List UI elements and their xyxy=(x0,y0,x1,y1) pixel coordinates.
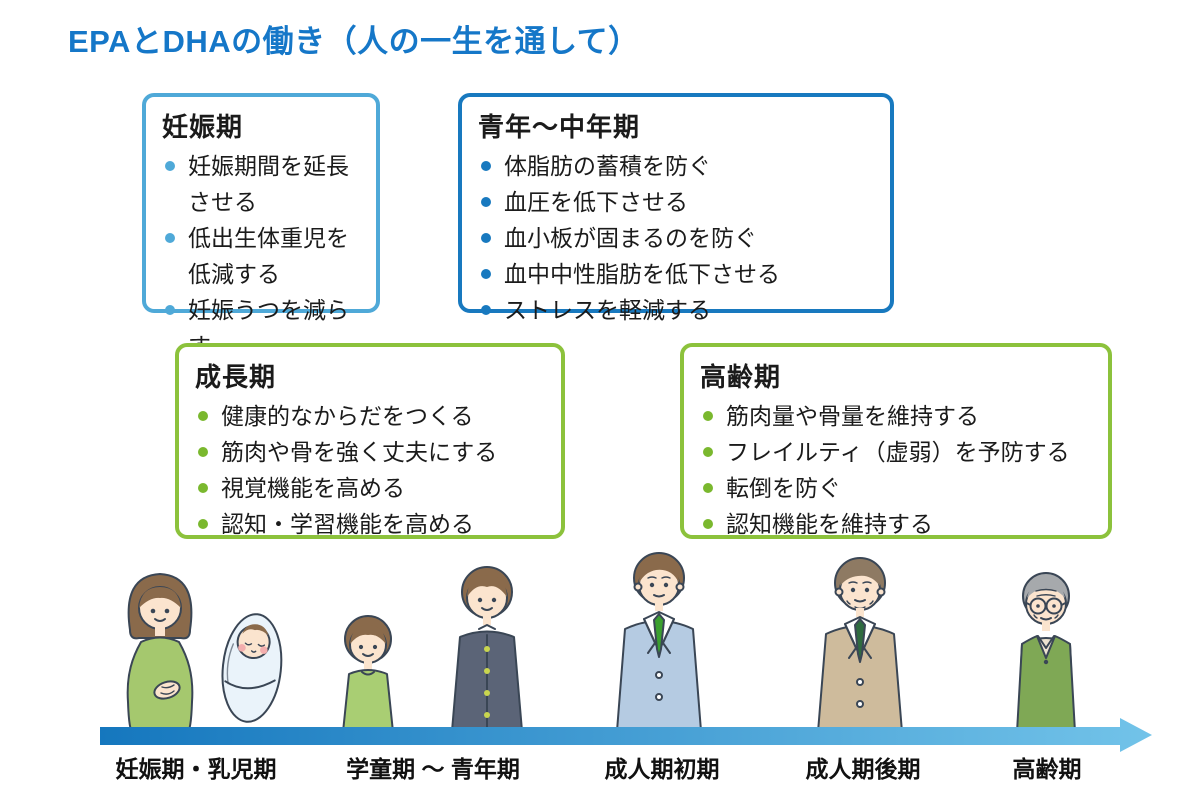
benefit-item: 血小板が固まるのを防ぐ xyxy=(478,220,876,256)
page-title: EPAとDHAの働き（人の一生を通して） xyxy=(68,24,640,59)
benefit-item: 妊娠期間を延長 させる xyxy=(162,148,362,220)
timeline-label-late-adulthood: 成人期後期 xyxy=(805,756,921,782)
benefit-item: 視覚機能を高める xyxy=(195,470,547,506)
benefit-item: 筋肉や骨を強く丈夫にする xyxy=(195,434,547,470)
benefit-item: 血圧を低下させる xyxy=(478,184,876,220)
middle-aged-man-illustration xyxy=(817,557,903,732)
timeline-label-pregnancy-infancy: 妊娠期・乳児期 xyxy=(115,756,277,782)
box-heading: 高齢期 xyxy=(700,362,782,392)
benefit-item: 転倒を防ぐ xyxy=(700,470,1094,506)
young-adult-man-illustration xyxy=(616,552,702,731)
teenager-illustration xyxy=(451,566,523,731)
box-heading: 妊娠期 xyxy=(162,112,244,142)
pregnant-woman-illustration xyxy=(126,573,194,732)
info-box-youth-middle-age: 青年～中年期 体脂肪の蓄積を防ぐ 血圧を低下させる 血小板が固まるのを防ぐ 血中… xyxy=(458,93,894,323)
timeline-label-early-adulthood: 成人期初期 xyxy=(604,756,720,782)
info-box-growth: 成長期 健康的なからだをつくる 筋肉や骨を強く丈夫にする 視覚機能を高める 認知… xyxy=(175,343,565,539)
benefit-item: 血中中性脂肪を低下させる xyxy=(478,256,876,292)
box-heading: 青年～中年期 xyxy=(478,112,641,142)
timeline-label-school-youth: 学童期 〜 青年期 xyxy=(346,756,520,782)
box-heading: 成長期 xyxy=(195,362,277,392)
benefit-list: 妊娠期間を延長 させる 低出生体重児を 低減する 妊娠うつを減らす xyxy=(162,148,362,364)
benefit-item: 認知・学習機能を高める xyxy=(195,506,547,542)
benefit-item: 低出生体重児を 低減する xyxy=(162,220,362,292)
young-child-illustration xyxy=(342,615,394,732)
benefit-item: 認知機能を維持する xyxy=(700,506,1094,542)
info-box-elderly: 高齢期 筋肉量や骨量を維持する フレイルティ（虚弱）を予防する 転倒を防ぐ 認知… xyxy=(680,343,1112,539)
benefit-item: 体脂肪の蓄積を防ぐ xyxy=(478,148,876,184)
timeline-label-elderly: 高齢期 xyxy=(1012,756,1082,782)
benefit-list: 健康的なからだをつくる 筋肉や骨を強く丈夫にする 視覚機能を高める 認知・学習機… xyxy=(195,398,547,542)
benefit-item: 健康的なからだをつくる xyxy=(195,398,547,434)
timeline-arrow xyxy=(100,718,1152,752)
benefit-item: ストレスを軽減する xyxy=(478,292,876,328)
benefit-list: 筋肉量や骨量を維持する フレイルティ（虚弱）を予防する 転倒を防ぐ 認知機能を維… xyxy=(700,398,1094,542)
swaddled-baby-illustration xyxy=(221,613,283,723)
benefit-list: 体脂肪の蓄積を防ぐ 血圧を低下させる 血小板が固まるのを防ぐ 血中中性脂肪を低下… xyxy=(478,148,876,328)
benefit-item: フレイルティ（虚弱）を予防する xyxy=(700,434,1094,470)
info-box-pregnancy: 妊娠期 妊娠期間を延長 させる 低出生体重児を 低減する 妊娠うつを減らす xyxy=(142,93,380,359)
elderly-man-illustration xyxy=(1016,572,1076,732)
benefit-item: 筋肉量や骨量を維持する xyxy=(700,398,1094,434)
